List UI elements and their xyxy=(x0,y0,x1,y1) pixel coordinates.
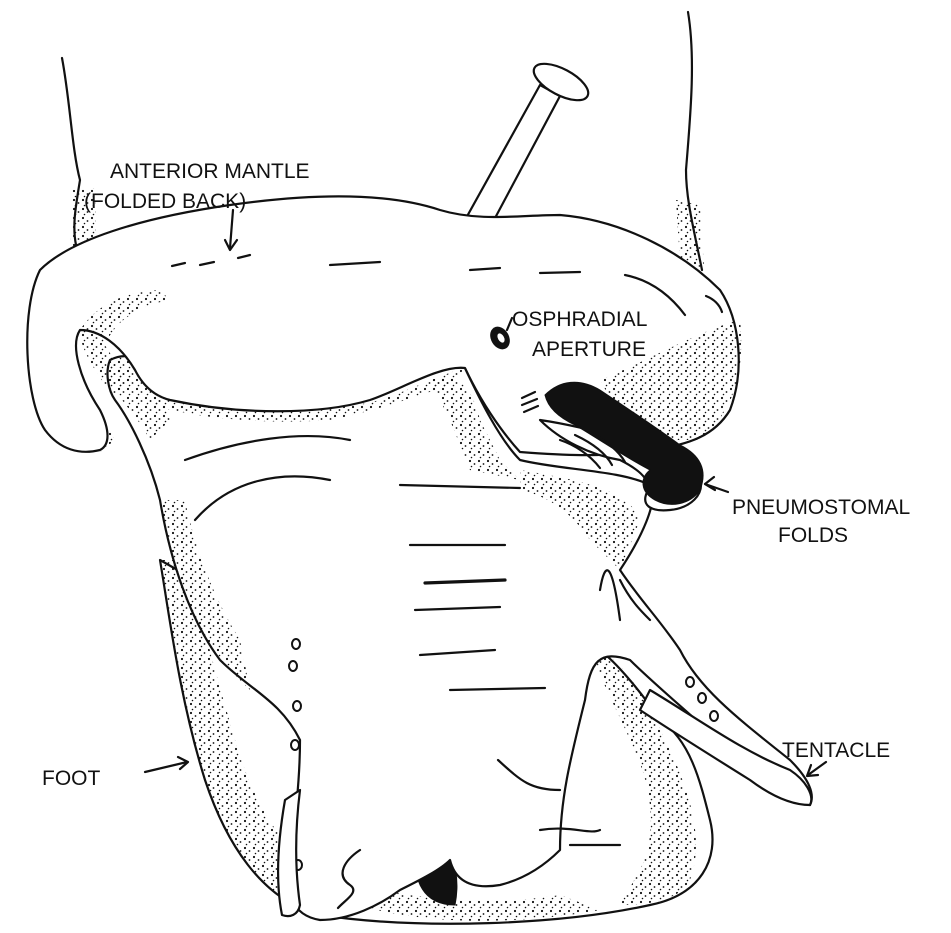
label-pneumostomal-line2: FOLDS xyxy=(778,524,848,547)
label-tentacle: TENTACLE xyxy=(782,739,890,762)
label-foot: FOOT xyxy=(42,767,100,790)
label-anterior-mantle-line1: ANTERIOR MANTLE xyxy=(110,160,310,183)
label-pneumostomal-line1: PNEUMOSTOMAL xyxy=(732,496,910,519)
label-anterior-mantle-line2: (FOLDED BACK) xyxy=(84,190,246,213)
label-osphradial-line2: APERTURE xyxy=(532,338,646,361)
label-osphradial-line1: OSPHRADIAL xyxy=(512,308,647,331)
